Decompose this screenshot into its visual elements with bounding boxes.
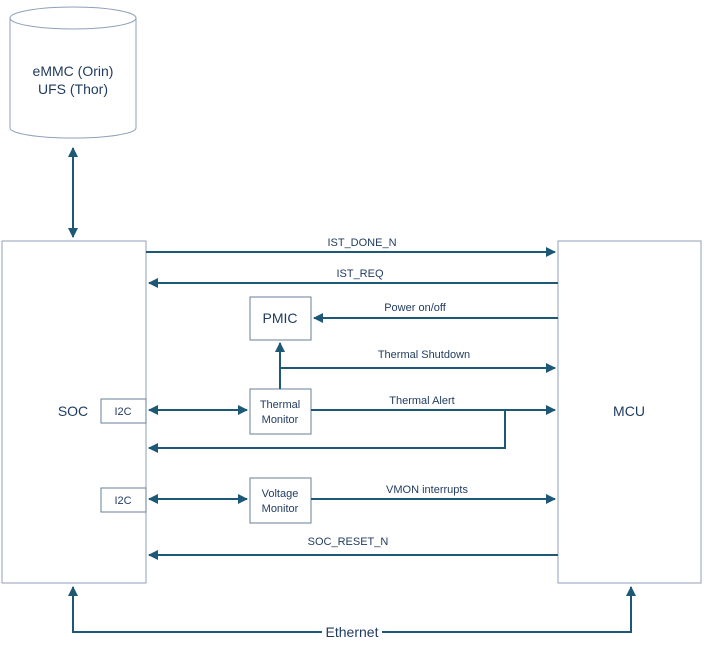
i2c-box-bottom — [100, 487, 147, 513]
storage-cylinder — [9, 6, 137, 139]
vmon-label: VMON interrupts — [386, 484, 468, 496]
mcu-label: MCU — [613, 403, 645, 419]
soc-reset-label: SOC_RESET_N — [308, 536, 389, 548]
power-label: Power on/off — [384, 302, 447, 314]
ethernet-label: Ethernet — [326, 624, 379, 640]
thermal-alert-soc-arrow — [148, 410, 506, 453]
mcu-block — [557, 240, 702, 584]
voltage-monitor-block — [249, 477, 312, 524]
ethernet-label-bg — [322, 624, 382, 640]
ist-req-label: IST_REQ — [336, 268, 384, 280]
ist-done-label: IST_DONE_N — [327, 237, 396, 249]
i2c-label-top: I2C — [114, 406, 131, 418]
voltage-monitor-label-1: Voltage — [262, 488, 299, 500]
thermal-monitor-label-1: Thermal — [260, 399, 300, 411]
thermal-monitor-block — [249, 388, 312, 435]
pmic-block — [249, 296, 312, 341]
pmic-label: PMIC — [263, 310, 298, 326]
i2c-box-top — [100, 398, 147, 424]
voltage-monitor-label-2: Monitor — [262, 503, 299, 515]
thermal-alert-label: Thermal Alert — [389, 395, 454, 407]
i2c-label-bottom: I2C — [114, 495, 131, 507]
soc-label: SOC — [58, 403, 88, 419]
storage-label-line2: UFS (Thor) — [38, 81, 108, 97]
thermal-shutdown-label: Thermal Shutdown — [378, 349, 470, 361]
thermal-monitor-label-2: Monitor — [262, 414, 299, 426]
storage-label-line1: eMMC (Orin) — [33, 63, 114, 79]
